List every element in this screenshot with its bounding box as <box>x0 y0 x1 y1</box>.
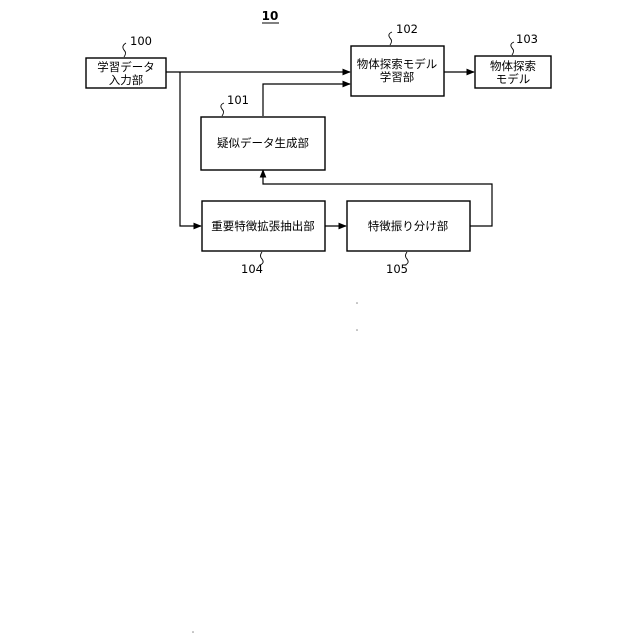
block-feature-distribution: 特徴振り分け部 105 <box>347 201 470 276</box>
block-103-label-line2: モデル <box>496 72 531 86</box>
block-100-label-line1: 学習データ <box>97 60 155 74</box>
scan-specks <box>192 302 358 633</box>
block-important-feature-extraction: 重要特徴拡張抽出部 104 <box>202 201 325 276</box>
arrow-input-to-extraction <box>180 72 201 226</box>
block-105-label: 特徴振り分け部 <box>368 219 449 233</box>
ref-103: 103 <box>516 32 538 46</box>
block-training-data-input: 学習データ 入力部 100 <box>86 34 166 88</box>
ref-100: 100 <box>130 34 152 48</box>
svg-text:10: 10 <box>262 9 279 23</box>
block-100-label-line2: 入力部 <box>109 73 144 87</box>
ref-104: 104 <box>241 262 263 276</box>
block-102-label-line1: 物体探索モデル <box>357 57 438 71</box>
block-object-search-model: 物体探索 モデル 103 <box>475 32 551 88</box>
ref-105: 105 <box>386 262 408 276</box>
block-103-label-line1: 物体探索 <box>490 59 536 73</box>
block-104-label: 重要特徴拡張抽出部 <box>211 219 315 233</box>
block-object-search-model-training: 物体探索モデル 学習部 102 <box>351 22 444 96</box>
figure-number: 10 <box>262 9 279 23</box>
block-102-label-line2: 学習部 <box>380 70 415 84</box>
arrow-pseudo-to-training <box>263 84 350 116</box>
ref-101: 101 <box>227 93 249 107</box>
block-101-label: 疑似データ生成部 <box>217 136 309 150</box>
ref-102: 102 <box>396 22 418 36</box>
